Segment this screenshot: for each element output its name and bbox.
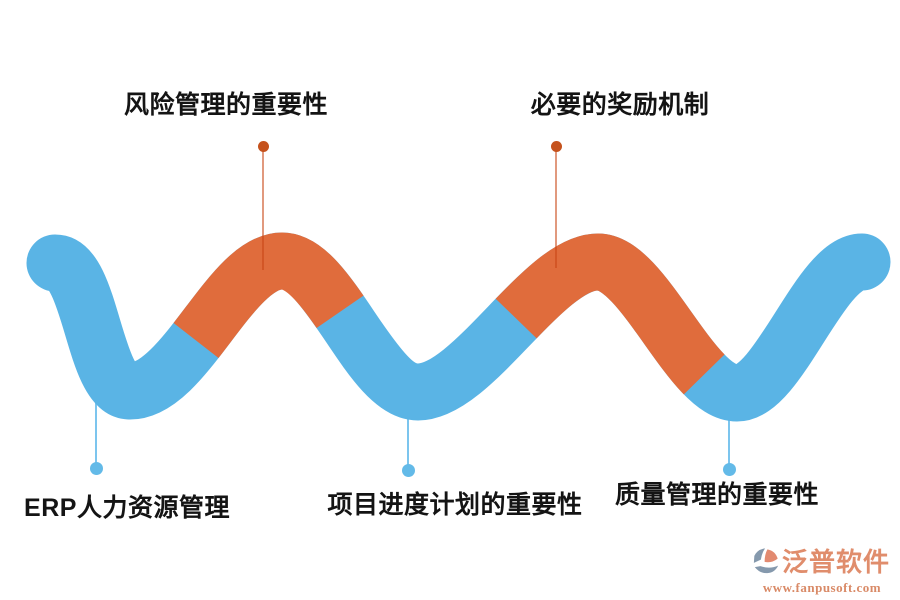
node-dot <box>402 464 415 477</box>
node-dot <box>723 463 736 476</box>
node-label-incentive-mechanism: 必要的奖励机制 <box>530 91 710 119</box>
logo-gray-shape <box>753 547 766 563</box>
fanpu-logo-icon <box>753 547 779 573</box>
brand-name: 泛普软件 <box>782 547 891 577</box>
node-label-quality-management: 质量管理的重要性 <box>614 481 820 509</box>
connector-line <box>555 151 557 268</box>
node-label-schedule-plan: 项目进度计划的重要性 <box>327 491 583 519</box>
connector-line <box>407 387 409 465</box>
node-dot <box>90 462 103 475</box>
brand-url: www.fanpusoft.com <box>762 580 882 595</box>
wave-path <box>26 232 891 422</box>
brand-watermark: 泛普软件 www.fanpusoft.com <box>752 542 892 595</box>
connector-line <box>728 395 730 464</box>
logo-gray-crescent <box>754 565 779 573</box>
logo-orange-shape <box>764 548 778 562</box>
node-label-erp-hr: ERP人力资源管理 <box>24 494 230 522</box>
node-dot <box>551 141 562 152</box>
connector-line <box>262 151 264 270</box>
connector-line <box>95 385 97 463</box>
node-dot <box>258 141 269 152</box>
node-label-risk-management: 风险管理的重要性 <box>123 91 329 119</box>
